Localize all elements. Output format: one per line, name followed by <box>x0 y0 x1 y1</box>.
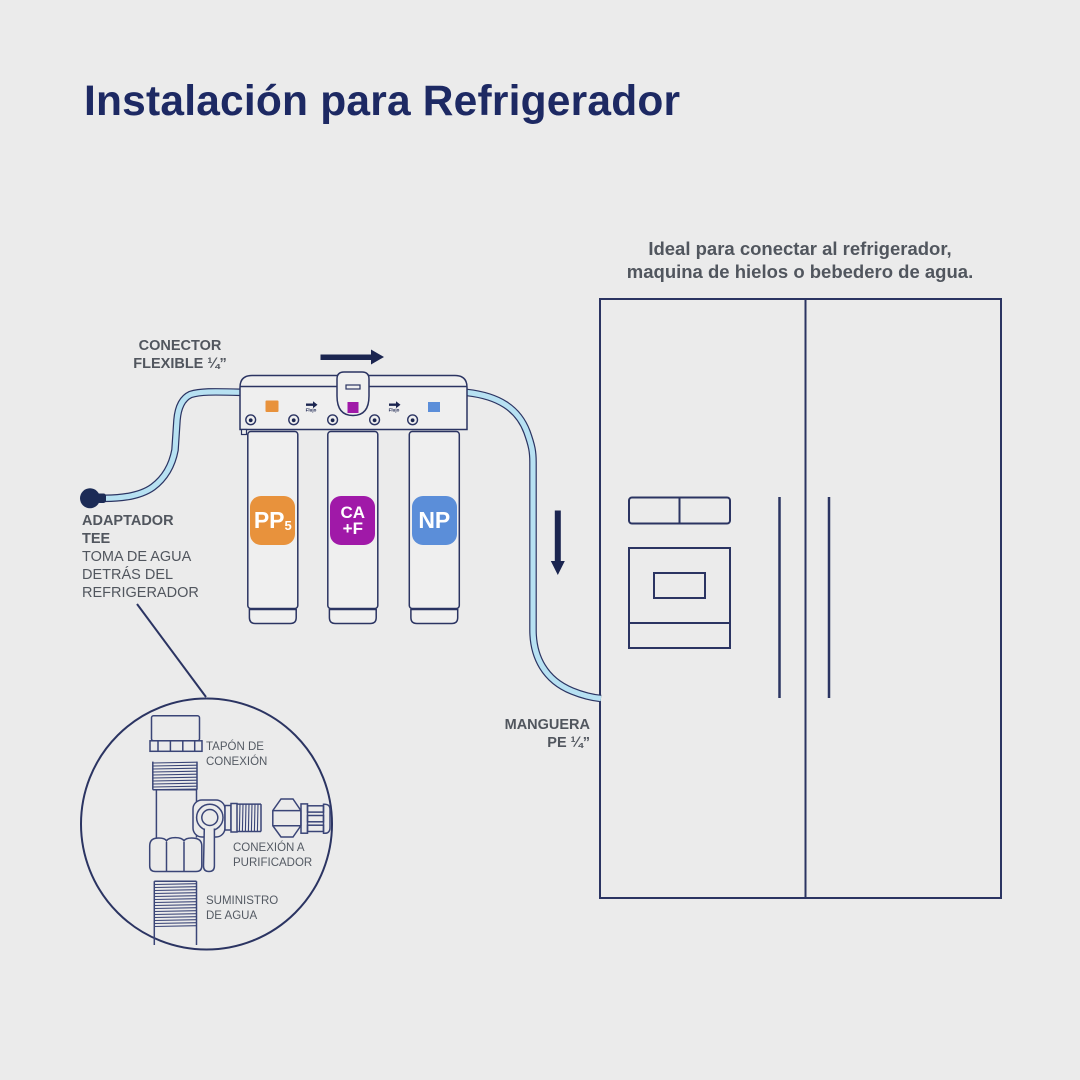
svg-text:Flujo: Flujo <box>389 408 400 413</box>
svg-text:Flujo: Flujo <box>306 408 317 413</box>
